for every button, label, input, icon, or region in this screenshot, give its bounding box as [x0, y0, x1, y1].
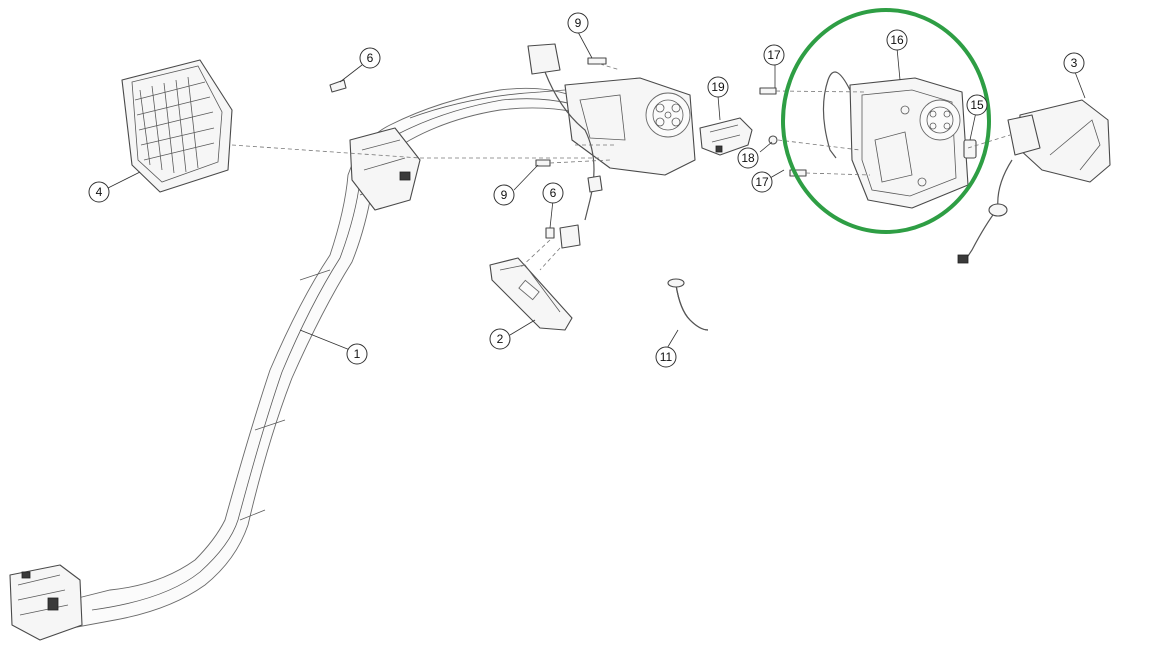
callout-17-lower: 17	[751, 171, 773, 193]
part-15-seal	[963, 139, 977, 159]
callout-11: 11	[655, 346, 677, 368]
callout-2: 2	[489, 328, 511, 350]
callout-1: 1	[346, 343, 368, 365]
callout-6-lower-label: 6	[550, 186, 557, 200]
fastener-9-lower	[535, 159, 551, 167]
fastener-6-upper	[329, 79, 347, 93]
callout-6-upper: 6	[359, 47, 381, 69]
leader-lines	[107, 31, 1086, 351]
fastener-17-upper	[759, 87, 777, 95]
callout-4: 4	[88, 181, 110, 203]
callout-17-lower-label: 17	[755, 175, 769, 189]
callout-3: 3	[1063, 52, 1085, 74]
part-4-grille-housing	[121, 59, 233, 193]
callout-9-upper-label: 9	[575, 16, 582, 30]
callout-18: 18	[737, 147, 759, 169]
callout-6-lower: 6	[542, 182, 564, 204]
callout-9-lower-label: 9	[501, 188, 508, 202]
fastener-9-upper	[587, 57, 607, 65]
callout-9-upper: 9	[567, 12, 589, 34]
fastener-6-lower	[545, 227, 555, 239]
callout-6-upper-label: 6	[367, 51, 374, 65]
callout-16-label: 16	[890, 33, 904, 47]
callout-1-label: 1	[354, 347, 361, 361]
part-1-charging-harness	[9, 87, 576, 641]
alignment-lines	[231, 63, 1011, 271]
part-18-fastener	[768, 135, 778, 145]
part-11-hose	[667, 278, 709, 331]
callout-19: 19	[707, 76, 729, 98]
central-inlet-module	[527, 43, 696, 249]
callout-9-lower: 9	[493, 184, 515, 206]
callout-16: 16	[886, 29, 908, 51]
part-2-bracket	[489, 257, 573, 331]
highlight-circle	[781, 8, 991, 234]
callout-18-label: 18	[741, 151, 755, 165]
callout-17-upper: 17	[763, 44, 785, 66]
callout-2-label: 2	[497, 332, 504, 346]
callout-15: 15	[966, 94, 988, 116]
callout-3-label: 3	[1071, 56, 1078, 70]
callout-19-label: 19	[711, 80, 725, 94]
part-16-charge-port-housing	[822, 71, 969, 209]
part-3-charge-port-door	[957, 99, 1111, 264]
callout-4-label: 4	[96, 185, 103, 199]
part-19-actuator	[699, 117, 753, 156]
callout-11-label: 11	[660, 350, 673, 364]
callout-15-label: 15	[970, 98, 984, 112]
callout-17-upper-label: 17	[767, 48, 781, 62]
